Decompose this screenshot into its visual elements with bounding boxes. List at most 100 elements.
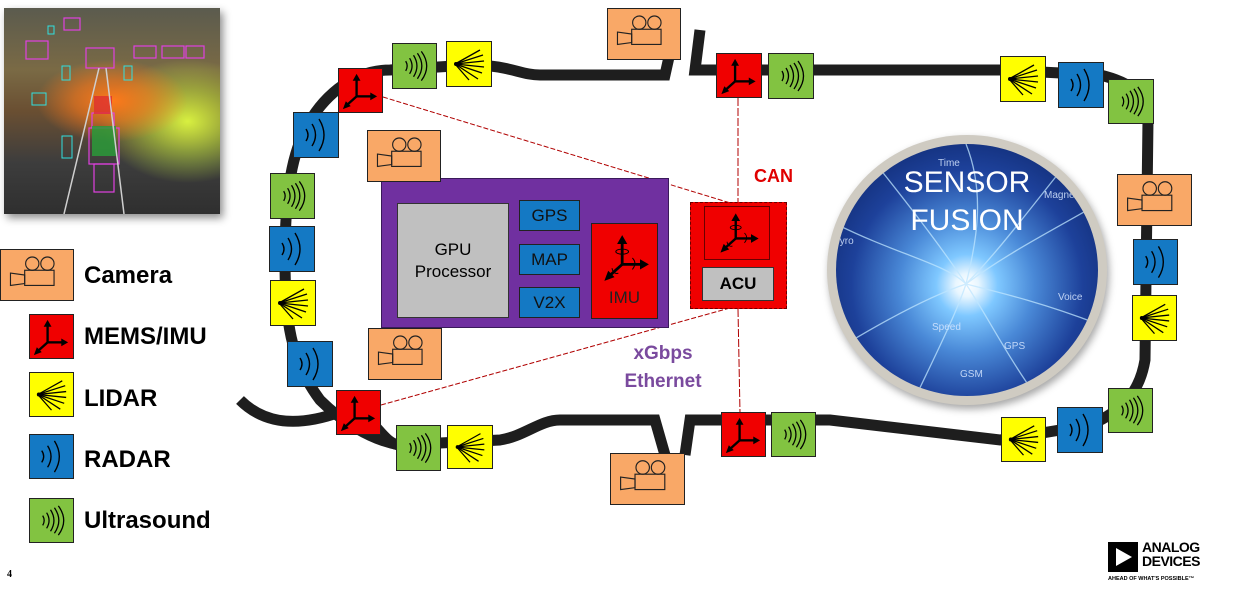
sensor-ultrasound-bottom-center xyxy=(771,412,816,457)
sensor-lidar-bottom-right xyxy=(1001,417,1046,462)
legend-radar-label: RADAR xyxy=(84,446,171,473)
adi-wordmark-line2: DEVICES xyxy=(1142,553,1200,569)
sensor-radar-bottom-right xyxy=(1057,407,1103,453)
ultrasound-wave-icon xyxy=(271,174,314,218)
sensor-lidar-left xyxy=(270,280,316,326)
camera-icon xyxy=(368,131,440,181)
lidar-beam-icon xyxy=(30,373,73,416)
sensor-fusion-swirl: Time Magneto Gyro Voice Speed GPS GSM SE… xyxy=(836,144,1098,396)
lidar-beam-icon xyxy=(1133,296,1176,340)
adi-tagline: AHEAD OF WHAT'S POSSIBLE™ xyxy=(1108,576,1195,582)
acu-label: ACU xyxy=(702,267,774,301)
sensor-imu-front-center xyxy=(716,53,762,98)
ultrasound-wave-icon xyxy=(1109,80,1153,123)
axes-icon xyxy=(30,315,73,358)
gpu-processor-block: GPU Processor xyxy=(397,203,509,318)
camera-icon xyxy=(369,329,441,379)
axes-icon xyxy=(717,54,761,97)
sensor-fusion-title: SENSOR FUSION xyxy=(836,164,1098,240)
legend-lidar-label: LIDAR xyxy=(84,385,158,412)
sensor-ultrasound-top-left xyxy=(392,43,437,89)
map-chip: MAP xyxy=(519,244,580,275)
v2x-chip: V2X xyxy=(519,287,580,318)
sensor-radar-rear-left xyxy=(287,341,333,387)
lidar-beam-icon xyxy=(271,281,315,325)
camera-icon xyxy=(1118,175,1191,225)
rotational-axes-icon xyxy=(598,228,654,288)
ultrasound-wave-icon xyxy=(769,54,813,98)
fusion-input-magneto: Magneto xyxy=(1044,190,1083,201)
camera-icon xyxy=(608,9,680,59)
sensor-lidar-top-left xyxy=(446,41,492,87)
point-cloud-overlay xyxy=(25,17,205,214)
axes-icon xyxy=(722,413,765,456)
lidar-beam-icon xyxy=(447,42,491,86)
sensor-radar-top-right xyxy=(1058,62,1104,108)
ethernet-label: xGbps Ethernet xyxy=(612,340,714,396)
ultrasound-wave-icon xyxy=(30,499,73,542)
sensor-lidar-top-right xyxy=(1000,56,1046,102)
legend-camera-label: Camera xyxy=(84,262,173,289)
ethernet-label-line2: Ethernet xyxy=(624,371,702,392)
axes-icon xyxy=(339,69,382,112)
imu-block: IMU xyxy=(591,223,658,319)
legend-imu-swatch xyxy=(29,314,74,359)
sensor-ultrasound-top-right xyxy=(1108,79,1154,124)
radar-wave-icon xyxy=(30,435,73,478)
imu-label: IMU xyxy=(608,288,641,307)
ultrasound-wave-icon xyxy=(1109,389,1152,432)
sensor-imu-rear-center xyxy=(721,412,766,457)
sensor-camera-right xyxy=(1117,174,1192,226)
fusion-input-gps: GPS xyxy=(1004,341,1026,352)
radar-wave-icon xyxy=(270,227,314,271)
fusion-input-gsm: GSM xyxy=(960,369,983,380)
harness-line-top xyxy=(382,96,738,206)
lidar-beam-icon xyxy=(1001,57,1045,101)
legend-camera-swatch xyxy=(0,249,74,301)
sensor-lidar-right xyxy=(1132,295,1177,341)
lidar-beam-icon xyxy=(1002,418,1045,461)
sensor-radar-right xyxy=(1133,239,1178,285)
lidar-beam-icon xyxy=(448,426,492,468)
gpu-label-line2: Processor xyxy=(414,261,492,281)
legend-radar-swatch xyxy=(29,434,74,479)
ultrasound-wave-icon xyxy=(772,413,815,456)
sensor-radar-front-left xyxy=(293,112,339,158)
can-bus-label: CAN xyxy=(754,166,793,186)
rotational-axes-icon xyxy=(715,208,763,258)
legend-imu-label: MEMS/IMU xyxy=(84,323,207,350)
legend-ultrasound-label: Ultrasound xyxy=(84,507,211,534)
radar-wave-icon xyxy=(288,342,332,386)
sensor-ultrasound-bottom-right xyxy=(1108,388,1153,433)
gps-chip: GPS xyxy=(519,200,580,231)
sensor-lidar-bottom-left xyxy=(447,425,493,469)
sensor-camera-front-top xyxy=(607,8,681,60)
sensor-radar-left xyxy=(269,226,315,272)
camera-icon xyxy=(1,250,73,300)
axes-icon xyxy=(337,391,380,434)
adi-triangle-icon xyxy=(1108,542,1138,572)
fusion-input-voice: Voice xyxy=(1058,292,1083,303)
radar-wave-icon xyxy=(1058,408,1102,452)
sensor-camera-cabin-1 xyxy=(367,130,441,182)
page-number: 4 xyxy=(7,569,12,580)
sensor-ultrasound-top-center xyxy=(768,53,814,99)
ultrasound-wave-icon xyxy=(393,44,436,88)
fusion-input-speed: Speed xyxy=(932,322,961,333)
sensor-imu-front-left xyxy=(338,68,383,113)
can-bus-line-bottom xyxy=(737,308,741,414)
sensor-ultrasound-bottom-left xyxy=(396,425,441,471)
sensor-ultrasound-left xyxy=(270,173,315,219)
camera-icon xyxy=(611,454,684,504)
ethernet-label-line1: xGbps xyxy=(633,343,693,364)
legend-lidar-swatch xyxy=(29,372,74,417)
adi-wordmark: ANALOG DEVICES xyxy=(1142,540,1200,568)
gpu-label-line1: GPU xyxy=(434,239,472,259)
sensor-fusion-title-line1: SENSOR xyxy=(903,166,1031,199)
sensor-camera-cabin-2 xyxy=(368,328,442,380)
sensor-imu-rear-left xyxy=(336,390,381,435)
acu-imu-block xyxy=(704,206,770,260)
fusion-input-gyro: Gyro xyxy=(836,236,854,247)
ultrasound-wave-icon xyxy=(397,426,440,470)
radar-wave-icon xyxy=(294,113,338,157)
